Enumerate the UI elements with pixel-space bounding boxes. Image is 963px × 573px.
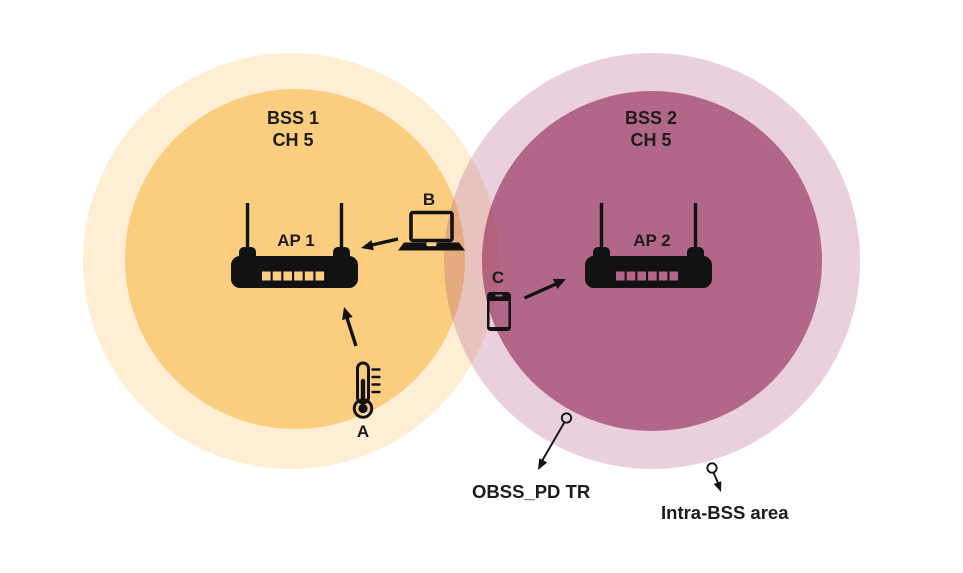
smartphone-icon bbox=[487, 292, 511, 331]
device-c-label: C bbox=[491, 268, 505, 287]
thermometer-ticks bbox=[371, 368, 381, 394]
ap1-led-lights bbox=[262, 271, 325, 281]
bss1-label: BSS 1 CH 5 bbox=[267, 107, 319, 151]
device-a-label: A bbox=[356, 422, 370, 441]
bss2-channel: CH 5 bbox=[630, 130, 672, 150]
obss-pd-circle-marker bbox=[560, 412, 573, 424]
bss2-name: BSS 2 bbox=[624, 108, 678, 128]
intra-bss-circle-marker bbox=[706, 462, 718, 474]
thermometer-stem bbox=[356, 361, 370, 405]
bss2-label: BSS 2 CH 5 bbox=[625, 107, 677, 151]
ap2-router-icon bbox=[585, 203, 712, 288]
ap1-router-icon bbox=[231, 203, 358, 288]
ap2-led-lights bbox=[616, 271, 679, 281]
ap2-label: AP 2 bbox=[633, 231, 671, 250]
thermometer-icon bbox=[352, 361, 381, 419]
laptop-screen bbox=[409, 210, 454, 243]
arrow-b-to-ap1 bbox=[361, 237, 399, 251]
obss-pd-label: OBSS_PD TR bbox=[472, 481, 591, 502]
arrow-c-to-ap2 bbox=[523, 278, 566, 300]
intra-bss-callout bbox=[706, 462, 722, 492]
obss-pd-callout bbox=[538, 412, 573, 470]
ap1-label: AP 1 bbox=[277, 231, 315, 250]
arrow-a-to-ap1 bbox=[342, 307, 358, 347]
device-b-label: B bbox=[422, 190, 436, 209]
intra-bss-label: Intra-BSS area bbox=[661, 502, 789, 523]
bss1-name: BSS 1 bbox=[266, 108, 320, 128]
thermometer-bulb-fill bbox=[358, 403, 368, 414]
laptop-icon bbox=[398, 210, 465, 251]
laptop-base bbox=[398, 242, 465, 251]
bss1-channel: CH 5 bbox=[272, 130, 314, 150]
